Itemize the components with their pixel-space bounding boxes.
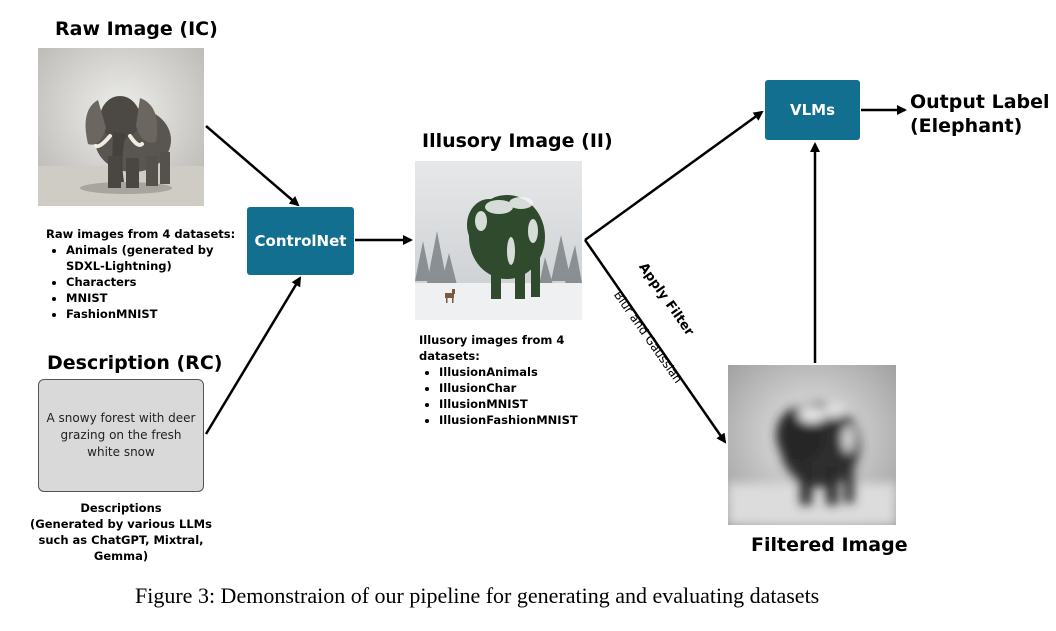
list-item: IllusionMNIST <box>439 396 619 412</box>
list-item: IllusionAnimals <box>439 364 619 380</box>
filtered-image <box>728 365 896 525</box>
raw-list-title: Raw images from 4 datasets: <box>46 227 236 241</box>
controlnet-label: ControlNet <box>254 232 347 250</box>
list-item: FashionMNIST <box>66 306 246 322</box>
arrow-illusory-to-filtered <box>583 239 727 444</box>
illusory-image-heading: Illusory Image (II) <box>422 130 613 152</box>
figure-caption: Figure 3: Demonstraion of our pipeline f… <box>135 583 820 608</box>
vlms-label: VLMs <box>789 101 836 119</box>
description-heading: Description (RC) <box>47 352 223 374</box>
list-item: IllusionChar <box>439 380 619 396</box>
illusory-dataset-list: IllusionAnimals IllusionChar IllusionMNI… <box>419 364 619 428</box>
output-label-line: Output Label <box>910 91 1050 113</box>
output-label-line: (Elephant) <box>910 115 1023 137</box>
description-text: A snowy forest with deer grazing on the … <box>46 411 196 459</box>
arrow-raw-to-controlnet <box>205 125 300 207</box>
description-caption-line: Descriptions <box>80 501 162 515</box>
arrow-illusory-to-vlms <box>584 110 764 242</box>
arrow-description-to-controlnet <box>204 276 302 435</box>
raw-dataset-list: Animals (generated by SDXL-Lightning) Ch… <box>46 242 246 322</box>
description-caption-line: Gemma) <box>93 549 149 563</box>
raw-elephant-image <box>38 48 204 206</box>
output-label: Output Label (Elephant) <box>910 90 1050 138</box>
description-box: A snowy forest with deer grazing on the … <box>38 379 204 492</box>
vlms-box: VLMs <box>765 80 860 140</box>
illusory-list-title: Illusory images from 4 datasets: <box>419 333 565 363</box>
description-caption-line: such as ChatGPT, Mixtral, <box>38 533 204 547</box>
list-item: Characters <box>66 274 246 290</box>
raw-image-heading: Raw Image (IC) <box>55 18 218 40</box>
description-caption: Descriptions (Generated by various LLMs … <box>30 500 212 564</box>
controlnet-box: ControlNet <box>247 207 354 275</box>
illusory-image <box>415 161 582 320</box>
list-item: IllusionFashionMNIST <box>439 412 619 428</box>
filtered-image-heading: Filtered Image <box>751 534 908 556</box>
description-caption-line: (Generated by various LLMs <box>30 517 212 531</box>
list-item: MNIST <box>66 290 246 306</box>
list-item: Animals (generated by SDXL-Lightning) <box>66 242 216 274</box>
